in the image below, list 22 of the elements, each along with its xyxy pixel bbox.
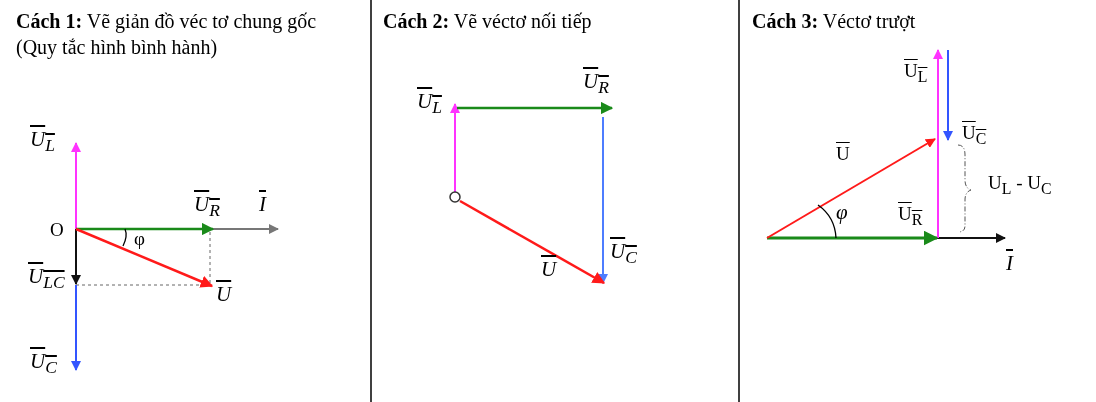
panel-heading: Cách 1: Vẽ giản đồ véc tơ chung gốc (Quy tắc hình bình hành): [16, 9, 318, 60]
vector-label: U$_{LC}$: [28, 265, 65, 294]
vector-label: U$_{R}$: [583, 70, 609, 99]
vector-label: U: [216, 283, 232, 305]
difference-label: U$_{L}$ - U$_{C}$: [988, 172, 1052, 199]
vector-label: U$_{R}$: [194, 193, 220, 222]
vector-label: I: [259, 193, 266, 215]
vector-label: U$_{C}$: [610, 240, 637, 269]
angle-label: φ: [134, 228, 145, 250]
vector-label: U: [836, 143, 850, 165]
vector-label: U$_{C}$: [962, 122, 987, 149]
origin-label: O: [50, 219, 64, 241]
panel-heading: Cách 2: Vẽ véctơ nối tiếp: [383, 9, 593, 34]
vector-label: U$_{L}$: [417, 90, 442, 119]
vector-label: U$_{C}$: [30, 350, 57, 379]
vector-label: U: [541, 258, 557, 280]
angle-label: φ: [836, 201, 848, 223]
vector-label: U$_{L}$: [30, 128, 55, 157]
vector-label: I: [1006, 252, 1013, 274]
vector-label: U$_{L}$: [904, 60, 928, 87]
vector-label: U$_{R}$: [898, 203, 923, 230]
panel-heading: Cách 3: Véctơ trượt: [752, 9, 917, 34]
